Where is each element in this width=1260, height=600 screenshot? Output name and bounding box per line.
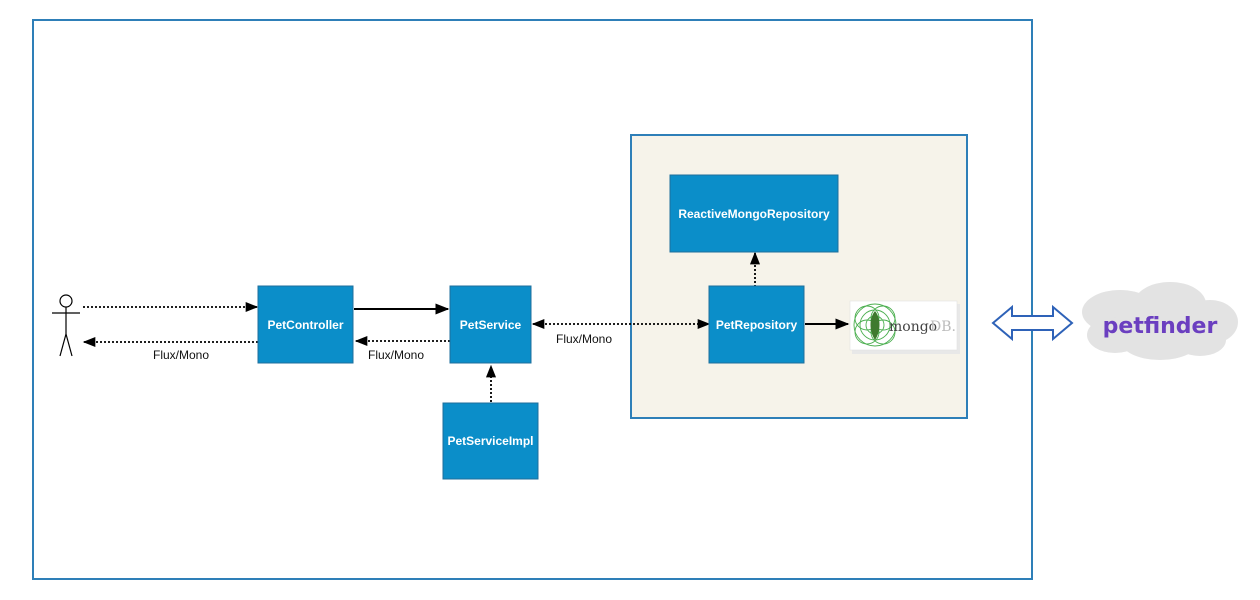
cloud-icon bbox=[1082, 282, 1238, 360]
pet-service-impl-label: PetServiceImpl bbox=[447, 434, 533, 448]
pet-service-box: PetService bbox=[449, 285, 532, 364]
reactive-mongo-repository-label: ReactiveMongoRepository bbox=[678, 207, 830, 221]
flux-mono-label-user: Flux/Mono bbox=[153, 348, 209, 362]
mongodb-logo-suffix: DB. bbox=[930, 319, 956, 335]
double-arrow-icon bbox=[991, 304, 1074, 342]
pet-repository-box: PetRepository bbox=[708, 285, 805, 364]
pet-service-label: PetService bbox=[460, 318, 522, 332]
petfinder-logo-text: petfinder bbox=[1103, 314, 1218, 339]
mongodb-logo-text: mongo bbox=[889, 319, 937, 335]
pet-controller-box: PetController bbox=[257, 285, 354, 364]
reactive-mongo-repository-box: ReactiveMongoRepository bbox=[669, 174, 839, 253]
flux-mono-label-repository: Flux/Mono bbox=[556, 332, 612, 346]
flux-mono-label-controller: Flux/Mono bbox=[368, 348, 424, 362]
pet-repository-label: PetRepository bbox=[716, 318, 798, 332]
pet-service-impl-box: PetServiceImpl bbox=[442, 402, 539, 480]
user-actor-icon bbox=[52, 294, 80, 357]
mongodb-leaf-icon bbox=[853, 303, 897, 347]
mongodb-logo: mongo DB. bbox=[849, 300, 960, 354]
petfinder-logo: petfinder bbox=[1082, 282, 1238, 360]
pet-controller-label: PetController bbox=[267, 318, 343, 332]
